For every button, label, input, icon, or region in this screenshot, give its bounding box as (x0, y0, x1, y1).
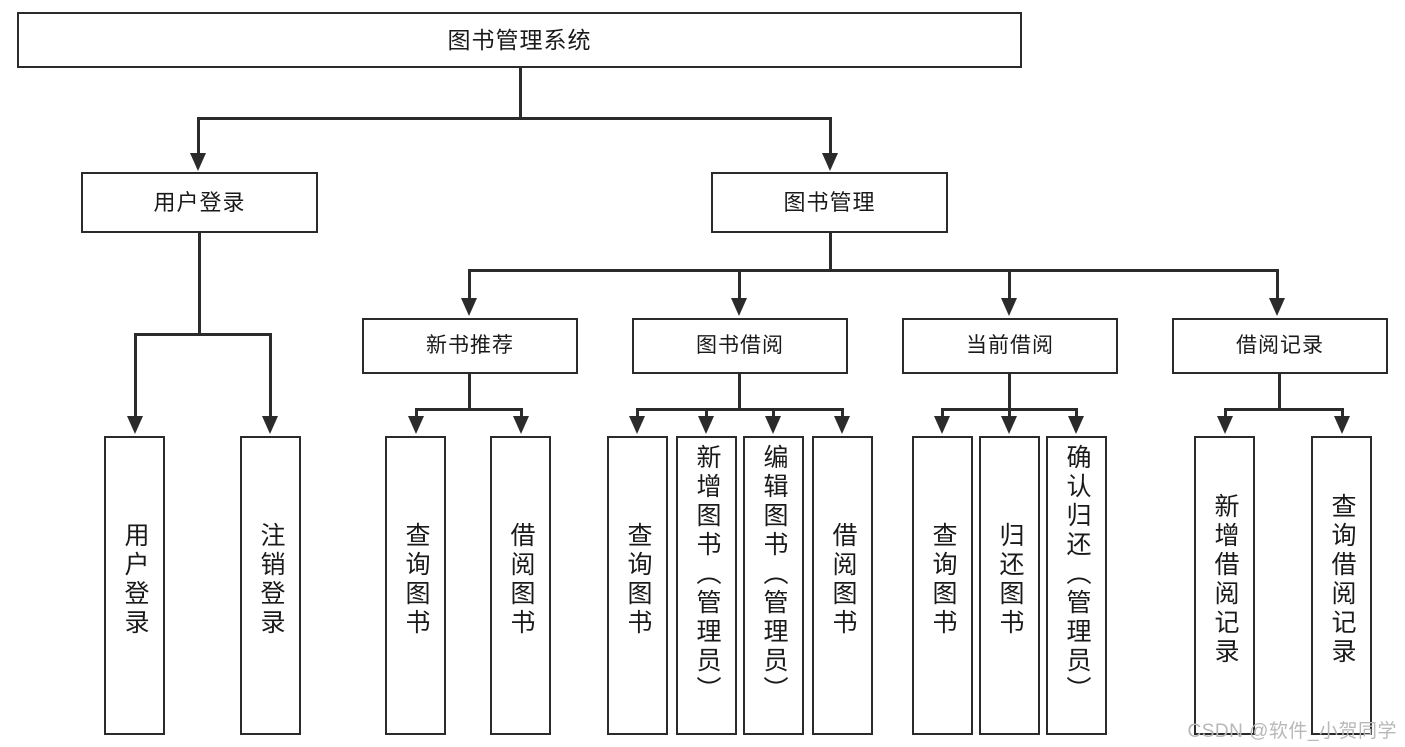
connector-new-book-drop-2 (520, 408, 523, 420)
leaf-add-borrow-record[interactable]: 新增借阅记录 (1194, 436, 1255, 735)
connector-root-bar (197, 117, 832, 120)
arrow-icon (629, 416, 645, 434)
node-label: 图书管理 (783, 189, 876, 215)
connector-book-mgmt-stem (829, 233, 832, 271)
node-book-management[interactable]: 图书管理 (711, 172, 948, 233)
leaf-confirm-return-admin[interactable]: 确认归还（管理员） (1046, 436, 1107, 735)
node-label: 图书借阅 (696, 333, 784, 357)
connector-new-book-drop-1 (415, 408, 418, 420)
arrow-icon (513, 416, 529, 434)
leaf-query-borrow-record[interactable]: 查询借阅记录 (1311, 436, 1372, 735)
connector-book-mgmt-bar (468, 269, 1279, 272)
connector-book-borrow-bar (636, 408, 844, 411)
connector-borrow-record-stem (1278, 374, 1281, 410)
arrow-icon (1217, 416, 1233, 434)
node-label: 借阅图书 (507, 521, 535, 638)
connector-borrow-record-drop-1 (1224, 408, 1227, 420)
arrow-icon (834, 416, 850, 434)
arrow-icon (262, 416, 278, 434)
arrow-icon (934, 416, 950, 434)
connector-new-book-stem (468, 374, 471, 410)
connector-new-book-bar (415, 408, 523, 411)
connector-book-mgmt-drop-1 (468, 269, 471, 300)
leaf-add-book-admin[interactable]: 新增图书（管理员） (676, 436, 737, 735)
connector-book-borrow-drop-4 (841, 408, 844, 420)
connector-current-borrow-drop-2 (1008, 408, 1011, 420)
node-root-book-management-system[interactable]: 图书管理系统 (17, 12, 1022, 68)
connector-user-login-drop-2 (269, 333, 272, 418)
node-label: 确认归还（管理员） (1063, 444, 1091, 705)
leaf-logout[interactable]: 注销登录 (240, 436, 301, 735)
leaf-edit-book-admin[interactable]: 编辑图书（管理员） (743, 436, 804, 735)
node-label: 新增图书（管理员） (693, 444, 721, 705)
connector-book-mgmt-drop-3 (1008, 269, 1011, 300)
connector-user-login-drop-1 (134, 333, 137, 418)
leaf-query-book-recommend[interactable]: 查询图书 (385, 436, 446, 735)
leaf-borrow-book-recommend[interactable]: 借阅图书 (490, 436, 551, 735)
node-label: 注销登录 (257, 521, 285, 638)
arrow-icon (822, 153, 838, 171)
arrow-icon (461, 298, 477, 316)
arrow-icon (1001, 416, 1017, 434)
node-label: 借阅图书 (829, 521, 857, 638)
node-label: 查询图书 (929, 521, 957, 638)
arrow-icon (698, 416, 714, 434)
arrow-icon (1068, 416, 1084, 434)
arrow-icon (408, 416, 424, 434)
arrow-icon (1334, 416, 1350, 434)
node-label: 归还图书 (996, 521, 1024, 638)
leaf-borrow-book[interactable]: 借阅图书 (812, 436, 873, 735)
connector-current-borrow-stem (1008, 374, 1011, 410)
connector-book-borrow-drop-1 (636, 408, 639, 420)
connector-book-borrow-stem (738, 374, 741, 410)
arrow-icon (1269, 298, 1285, 316)
connector-borrow-record-drop-2 (1341, 408, 1344, 420)
node-label: 借阅记录 (1236, 333, 1324, 357)
connector-book-borrow-drop-3 (772, 408, 775, 420)
arrow-icon (765, 416, 781, 434)
arrow-icon (731, 298, 747, 316)
leaf-query-book-current[interactable]: 查询图书 (912, 436, 973, 735)
node-user-login[interactable]: 用户登录 (81, 172, 318, 233)
connector-root-drop-2 (829, 117, 832, 155)
arrow-icon (190, 153, 206, 171)
node-label: 编辑图书（管理员） (760, 444, 788, 705)
leaf-query-book-borrow[interactable]: 查询图书 (607, 436, 668, 735)
arrow-icon (1001, 298, 1017, 316)
node-label: 查询图书 (402, 521, 430, 638)
connector-current-borrow-drop-3 (1075, 408, 1078, 420)
connector-user-login-stem (198, 233, 201, 335)
node-book-borrow[interactable]: 图书借阅 (632, 318, 848, 374)
node-label: 查询图书 (624, 521, 652, 638)
connector-current-borrow-drop-1 (941, 408, 944, 420)
connector-borrow-record-bar (1224, 408, 1342, 411)
connector-book-mgmt-drop-4 (1276, 269, 1279, 300)
node-label: 查询借阅记录 (1328, 492, 1356, 667)
node-current-borrow[interactable]: 当前借阅 (902, 318, 1118, 374)
connector-book-borrow-drop-2 (705, 408, 708, 420)
connector-user-login-bar (134, 333, 271, 336)
node-label: 用户登录 (121, 521, 149, 638)
watermark: CSDN @软件_小贺同学 (1187, 721, 1397, 742)
leaf-return-book[interactable]: 归还图书 (979, 436, 1040, 735)
node-label: 当前借阅 (966, 333, 1054, 357)
node-label: 用户登录 (153, 189, 246, 215)
node-new-book-recommend[interactable]: 新书推荐 (362, 318, 578, 374)
connector-root-drop-1 (197, 117, 200, 155)
leaf-user-login[interactable]: 用户登录 (104, 436, 165, 735)
connector-book-mgmt-drop-2 (738, 269, 741, 300)
node-label: 新增借阅记录 (1211, 492, 1239, 667)
node-borrow-record[interactable]: 借阅记录 (1172, 318, 1388, 374)
node-label: 图书管理系统 (447, 26, 592, 53)
arrow-icon (127, 416, 143, 434)
node-label: 新书推荐 (426, 333, 514, 357)
connector-root-stem (519, 68, 522, 119)
